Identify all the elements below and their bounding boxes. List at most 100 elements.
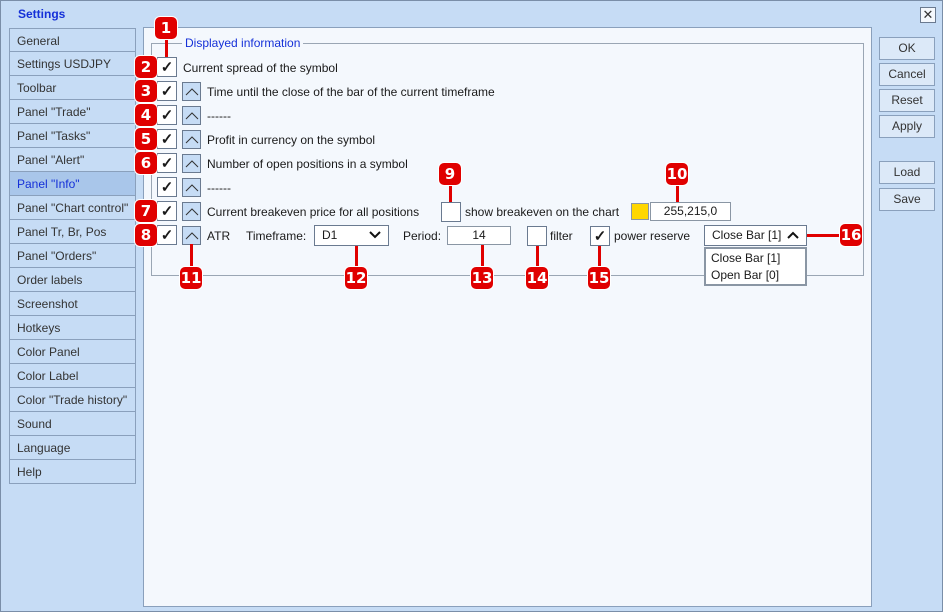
row-checkbox[interactable]: ✓: [157, 105, 177, 125]
sidebar-item-panel-tasks[interactable]: Panel "Tasks": [9, 124, 136, 148]
callout-badge: 14: [526, 267, 548, 289]
sidebar: General Settings USDJPY Toolbar Panel "T…: [9, 28, 136, 484]
row-checkbox[interactable]: ✓: [157, 201, 177, 221]
sidebar-item-screenshot[interactable]: Screenshot: [9, 292, 136, 316]
show-breakeven-label: show breakeven on the chart: [465, 205, 620, 219]
sidebar-item-panel-tr-br-pos[interactable]: Panel Tr, Br, Pos: [9, 220, 136, 244]
callout-badge: 13: [471, 267, 493, 289]
timeframe-label: Timeframe:: [246, 229, 307, 243]
chevron-up-icon: [787, 231, 799, 239]
close-icon: ✕: [922, 7, 934, 22]
ok-button[interactable]: OK: [879, 37, 935, 60]
chevron-down-icon: [369, 231, 381, 239]
callout-badge: 12: [345, 267, 367, 289]
chevron-up-icon: [185, 88, 199, 96]
sidebar-item-color-label[interactable]: Color Label: [9, 364, 136, 388]
sidebar-item-toolbar[interactable]: Toolbar: [9, 76, 136, 100]
row-checkbox[interactable]: ✓: [157, 57, 177, 77]
sidebar-item-panel-alert[interactable]: Panel "Alert": [9, 148, 136, 172]
breakeven-color-value[interactable]: 255,215,0: [650, 202, 731, 221]
chevron-up-icon: [185, 184, 199, 192]
callout-badge: 3: [135, 80, 157, 102]
power-reserve-checkbox[interactable]: ✓: [590, 226, 610, 246]
callout-badge: 9: [439, 163, 461, 185]
group-legend: Displayed information: [182, 36, 304, 50]
period-input[interactable]: 14: [447, 226, 511, 245]
row-checkbox[interactable]: ✓: [157, 225, 177, 245]
sidebar-item-order-labels[interactable]: Order labels: [9, 268, 136, 292]
callout-badge: 1: [155, 17, 177, 39]
callout-line: [598, 246, 601, 267]
chevron-up-icon: [185, 160, 199, 168]
callout-line: [481, 245, 484, 267]
row-label: Time until the close of the bar of the c…: [207, 85, 495, 99]
move-up-button[interactable]: [182, 82, 201, 101]
sidebar-item-help[interactable]: Help: [9, 460, 136, 484]
row-checkbox[interactable]: ✓: [157, 81, 177, 101]
load-button[interactable]: Load: [879, 161, 935, 184]
callout-badge: 2: [135, 56, 157, 78]
sidebar-item-color-trade-history[interactable]: Color "Trade history": [9, 388, 136, 412]
sidebar-item-panel-info[interactable]: Panel "Info": [9, 172, 136, 196]
move-up-button[interactable]: [182, 130, 201, 149]
callout-line: [165, 39, 168, 57]
row-label: ATR: [207, 229, 231, 243]
reset-button[interactable]: Reset: [879, 89, 935, 112]
callout-badge: 6: [135, 152, 157, 174]
bar-mode-option[interactable]: Close Bar [1]: [711, 251, 781, 265]
row-checkbox[interactable]: ✓: [157, 153, 177, 173]
chevron-up-icon: [185, 232, 199, 240]
row-label: Current spread of the symbol: [183, 61, 338, 75]
timeframe-select[interactable]: D1: [314, 225, 389, 246]
save-button[interactable]: Save: [879, 188, 935, 211]
move-up-button[interactable]: [182, 154, 201, 173]
move-up-button[interactable]: [182, 178, 201, 197]
callout-line: [807, 234, 840, 237]
row-label: Number of open positions in a symbol: [207, 157, 408, 171]
sidebar-item-panel-chart-control[interactable]: Panel "Chart control": [9, 196, 136, 220]
cancel-button[interactable]: Cancel: [879, 63, 935, 86]
chevron-up-icon: [185, 136, 199, 144]
row-checkbox[interactable]: ✓: [157, 129, 177, 149]
window-title: Settings: [18, 7, 66, 21]
callout-line: [355, 246, 358, 267]
callout-badge: 15: [588, 267, 610, 289]
row-checkbox[interactable]: ✓: [157, 177, 177, 197]
sidebar-item-general[interactable]: General: [9, 28, 136, 52]
callout-badge: 16: [840, 224, 862, 246]
breakeven-color-swatch[interactable]: [631, 203, 649, 220]
callout-badge: 4: [135, 104, 157, 126]
close-button[interactable]: ✕: [920, 7, 936, 23]
show-breakeven-checkbox[interactable]: [441, 202, 461, 222]
callout-badge: 8: [135, 224, 157, 246]
bar-mode-dropdown: Close Bar [1] Open Bar [0]: [704, 247, 807, 286]
row-label: ------: [207, 109, 231, 123]
callout-line: [536, 246, 539, 267]
move-up-button[interactable]: [182, 106, 201, 125]
bar-mode-select[interactable]: Close Bar [1]: [704, 225, 807, 246]
content-panel: [143, 27, 872, 607]
move-up-button[interactable]: [182, 202, 201, 221]
sidebar-item-panel-orders[interactable]: Panel "Orders": [9, 244, 136, 268]
filter-label: filter: [550, 229, 573, 243]
bar-mode-option[interactable]: Open Bar [0]: [711, 268, 780, 282]
period-label: Period:: [403, 229, 442, 243]
sidebar-item-panel-trade[interactable]: Panel "Trade": [9, 100, 136, 124]
callout-line: [676, 185, 679, 202]
sidebar-item-sound[interactable]: Sound: [9, 412, 136, 436]
power-reserve-label: power reserve: [614, 229, 691, 243]
chevron-up-icon: [185, 112, 199, 120]
timeframe-value: D1: [322, 228, 338, 242]
sidebar-item-hotkeys[interactable]: Hotkeys: [9, 316, 136, 340]
filter-checkbox[interactable]: [527, 226, 547, 246]
chevron-up-icon: [185, 208, 199, 216]
row-label: ------: [207, 181, 231, 195]
sidebar-item-color-panel[interactable]: Color Panel: [9, 340, 136, 364]
move-up-button[interactable]: [182, 226, 201, 245]
callout-badge: 5: [135, 128, 157, 150]
sidebar-item-language[interactable]: Language: [9, 436, 136, 460]
apply-button[interactable]: Apply: [879, 115, 935, 138]
row-label: Profit in currency on the symbol: [207, 133, 376, 147]
callout-line: [190, 244, 193, 267]
sidebar-item-settings-symbol[interactable]: Settings USDJPY: [9, 52, 136, 76]
